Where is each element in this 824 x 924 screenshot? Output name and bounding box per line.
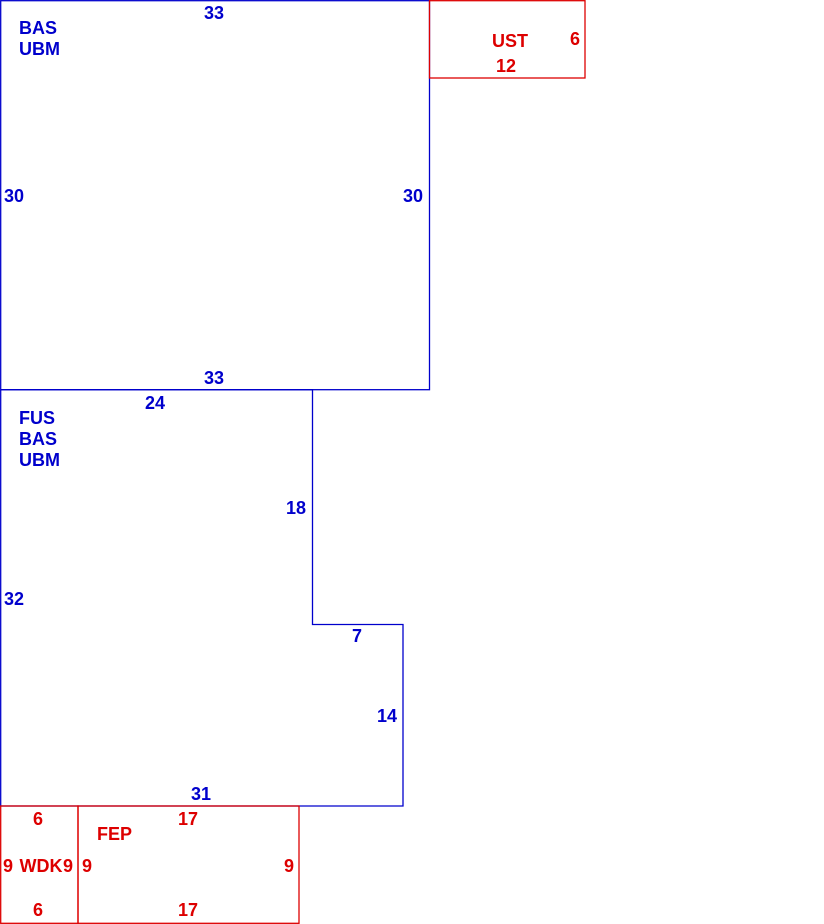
lower-main-outline [0, 389, 404, 807]
porch-code: FEP [97, 824, 132, 844]
upper-storage-outline [428, 0, 586, 79]
lower-main-left-dimension: 32 [4, 589, 24, 609]
upper-main-outline [0, 0, 431, 391]
porch-top-dimension: 17 [178, 809, 198, 829]
porch-outline [77, 805, 300, 924]
upper-storage-right-dimension: 6 [570, 29, 580, 49]
wood-deck-right-dimension: 9 [63, 856, 73, 876]
upper-storage-code: UST [492, 31, 528, 51]
lower-main-code-3: UBM [19, 450, 60, 470]
lower-main-lower-right-dimension: 14 [377, 706, 397, 726]
wood-deck-bottom-dimension: 6 [33, 900, 43, 920]
upper-main-code-2: UBM [19, 39, 60, 59]
lower-main-code-2: BAS [19, 429, 57, 449]
lower-main-code-1: FUS [19, 408, 55, 428]
porch-right-dimension: 9 [284, 856, 294, 876]
lower-main-upper-right-dimension: 18 [286, 498, 306, 518]
wood-deck-top-dimension: 6 [33, 809, 43, 829]
upper-main-top-dimension: 33 [204, 3, 224, 23]
upper-main-bottom-dimension: 33 [204, 368, 224, 388]
upper-main-code-1: BAS [19, 18, 57, 38]
upper-storage-bottom-dimension: 12 [496, 56, 516, 76]
wood-deck-left-dimension: 9 [3, 856, 13, 876]
lower-main-top-dimension: 24 [145, 393, 165, 413]
lower-main-bottom-dimension: 31 [191, 784, 211, 804]
upper-main-area: BAS UBM 33 30 30 33 [0, 0, 431, 391]
wood-deck-area: 6 9 WDK 9 6 [0, 805, 79, 924]
upper-main-right-dimension: 30 [403, 186, 423, 206]
porch-bottom-dimension: 17 [178, 900, 198, 920]
lower-main-step-dimension: 7 [352, 626, 362, 646]
upper-storage-area: UST 6 12 [428, 0, 586, 79]
upper-main-left-dimension: 30 [4, 186, 24, 206]
porch-left-dimension: 9 [82, 856, 92, 876]
lower-main-area: FUS BAS UBM 24 18 32 7 14 31 [0, 389, 404, 807]
wood-deck-code: WDK [20, 856, 63, 876]
porch-area: FEP 17 9 9 17 [77, 805, 300, 924]
